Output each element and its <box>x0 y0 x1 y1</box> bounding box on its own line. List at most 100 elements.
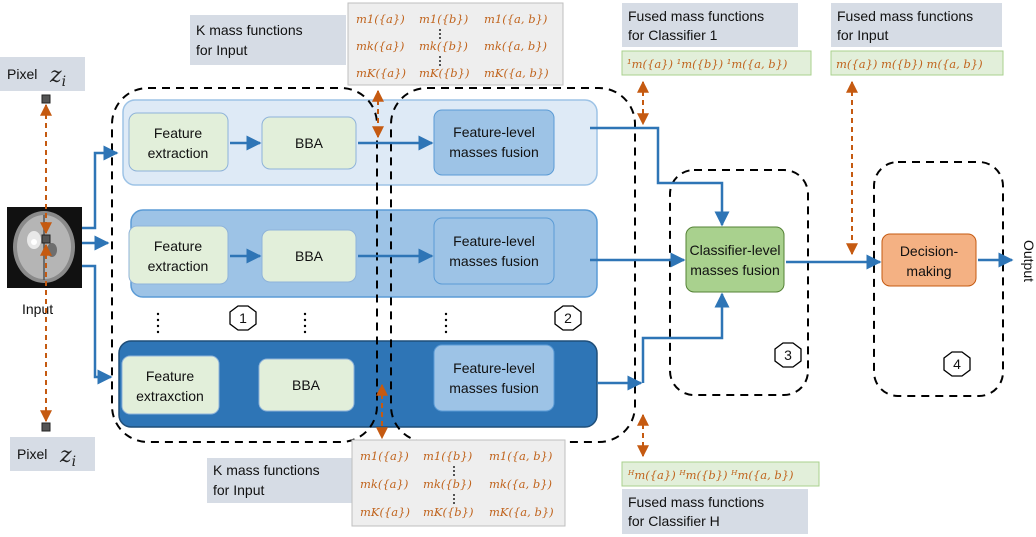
row-2-feature-line1: Feature <box>154 238 202 254</box>
k-mass-bottom-r1c2: m1({b}) <box>423 449 472 463</box>
svg-text:mk({a}): mk({a}) <box>360 477 408 491</box>
k-mass-bottom-r1c1: m1({a}) <box>360 449 409 463</box>
svg-text:for Input: for Input <box>196 42 247 58</box>
input-brain-image <box>7 207 82 288</box>
svg-text:BBA: BBA <box>295 248 324 264</box>
svg-text:2: 2 <box>564 310 572 326</box>
svg-text:extraxction: extraxction <box>136 388 204 404</box>
arrow-r3-up-classifier <box>641 292 730 383</box>
svg-text:mk({a, b}): mk({a, b}) <box>484 39 547 53</box>
svg-text:mK({b}): mK({b}) <box>423 505 473 519</box>
fused-cH-title-line2: for Classifier H <box>628 513 720 529</box>
svg-text:Fused mass functions: Fused mass functions <box>837 8 973 24</box>
arrow-input-row1 <box>82 145 119 230</box>
k-mass-bottom-r1c3: m1({a, b}) <box>489 449 552 463</box>
svg-text:Fused mass functions: Fused mass functions <box>628 8 764 24</box>
svg-text:for Classifier 1: for Classifier 1 <box>628 27 718 43</box>
stage-3-region <box>669 169 809 396</box>
pixel-bottom-marker <box>41 422 51 432</box>
row-1-fusion-line2: masses fusion <box>449 144 538 160</box>
row-1-bba-box <box>261 116 357 170</box>
fused-input-values-bg <box>830 50 1004 76</box>
k-mass-bottom-title-line2: for Input <box>213 482 264 498</box>
row-3-bba-box <box>258 358 355 412</box>
k-mass-top-title-line1: K mass functions <box>196 22 303 38</box>
svg-text:BBA: BBA <box>292 377 321 393</box>
svg-text:Feature-level: Feature-level <box>453 124 535 140</box>
k-mass-top-values: m1({a}) m1({b}) m1({a, b}) mk({a}) mk({b… <box>356 12 549 80</box>
stage-4-marker: 4 <box>943 351 971 377</box>
fused-input-values: m({a}) m({b}) m({a, b}) <box>836 57 983 71</box>
svg-text:Fused mass functions: Fused mass functions <box>628 494 764 510</box>
k-mass-top-title-bg <box>190 15 346 65</box>
fused-input-title-bg <box>831 3 1002 47</box>
fused-cH-title-bg <box>622 489 808 534</box>
k-mass-bottom-r2c1: mk({a}) <box>360 477 408 491</box>
svg-text:for Input: for Input <box>213 482 264 498</box>
pixel-bottom-symbol: z <box>59 443 72 468</box>
svg-text:mK({a, b}): mK({a, b}) <box>489 505 554 519</box>
svg-text:making: making <box>906 263 951 279</box>
k-mass-top-title-line2: for Input <box>196 42 247 58</box>
svg-text:extraction: extraction <box>148 258 209 274</box>
row-3-fusion-box <box>433 344 555 412</box>
svg-text:Feature: Feature <box>154 125 202 141</box>
row-ellipsis-dots <box>156 312 448 334</box>
arrow-input-row3 <box>82 264 113 385</box>
k-mass-top-r3c2: mK({b}) <box>419 66 469 80</box>
svg-text:mk({b}): mk({b}) <box>419 39 468 53</box>
pixel-bottom-label-bg <box>10 437 95 471</box>
row-1-feature-box <box>128 112 229 172</box>
svg-text:mk({a}): mk({a}) <box>356 39 404 53</box>
classifier-fusion-line1: Classifier-level <box>689 242 780 258</box>
svg-text:1: 1 <box>239 310 247 326</box>
svg-text:Feature-level: Feature-level <box>453 233 535 249</box>
row-1-fusion-line1: Feature-level <box>453 124 535 140</box>
svg-text:masses fusion: masses fusion <box>449 380 538 396</box>
svg-text:mK({a, b}): mK({a, b}) <box>484 66 549 80</box>
k-mass-top-r1c3: m1({a, b}) <box>484 12 547 26</box>
decision-line2: making <box>906 263 951 279</box>
k-mass-top-r1c2: m1({b}) <box>419 12 468 26</box>
row-1-fusion-box <box>433 109 555 176</box>
row-3-bba-label: BBA <box>292 377 321 393</box>
k-mass-top-r2c2: mk({b}) <box>419 39 468 53</box>
classifier-fusion-line2: masses fusion <box>690 262 779 278</box>
svg-text:¹m({a}) ¹m({b}) ¹m({a, b}): ¹m({a}) ¹m({b}) ¹m({a, b}) <box>627 57 787 71</box>
row-3-feature-line1: Feature <box>146 368 194 384</box>
decision-box <box>881 233 977 287</box>
svg-text:zi: zi <box>59 443 76 470</box>
pixel-bottom-word: Pixel <box>17 446 47 462</box>
pixel-top-marker <box>41 94 51 104</box>
pixel-top-word: Pixel <box>7 66 37 82</box>
classifier-fusion-box <box>685 226 785 293</box>
k-mass-bottom-r3c3: mK({a, b}) <box>489 505 554 519</box>
k-mass-bottom-values: m1({a}) m1({b}) m1({a, b}) mk({a}) mk({b… <box>360 449 554 519</box>
svg-text:m1({a}): m1({a}) <box>360 449 409 463</box>
svg-text:K mass functions: K mass functions <box>213 462 320 478</box>
fused-cH-values: ᴴm({a}) ᴴm({b}) ᴴm({a, b}) <box>627 468 794 482</box>
pixel-top-symbol: z <box>49 63 62 88</box>
row-1-feature-line1: Feature <box>154 125 202 141</box>
pixel-top-sub: i <box>62 74 66 90</box>
k-mass-bottom-ellipsis <box>453 466 455 504</box>
pixel-center-marker <box>41 234 51 244</box>
svg-text:mK({b}): mK({b}) <box>419 66 469 80</box>
k-mass-top-table-bg <box>347 2 564 86</box>
stage-1-marker: 1 <box>229 305 257 331</box>
input-label: Input <box>22 301 53 317</box>
k-mass-top-r2c1: mk({a}) <box>356 39 404 53</box>
row-3-feature-box <box>121 355 220 415</box>
fused-cH-title-line1: Fused mass functions <box>628 494 764 510</box>
svg-text:extraction: extraction <box>148 145 209 161</box>
svg-text:zi: zi <box>49 63 66 90</box>
row-2-fusion-line1: Feature-level <box>453 233 535 249</box>
svg-text:3: 3 <box>784 347 792 363</box>
k-mass-top-r3c3: mK({a, b}) <box>484 66 549 80</box>
stage-2-marker: 2 <box>554 305 582 331</box>
row-2-feature-line2: extraction <box>148 258 209 274</box>
svg-text:m1({b}): m1({b}) <box>423 449 472 463</box>
fused-input-title-line1: Fused mass functions <box>837 8 973 24</box>
svg-text:m1({a, b}): m1({a, b}) <box>484 12 547 26</box>
pixel-top-label-bg <box>0 57 85 91</box>
